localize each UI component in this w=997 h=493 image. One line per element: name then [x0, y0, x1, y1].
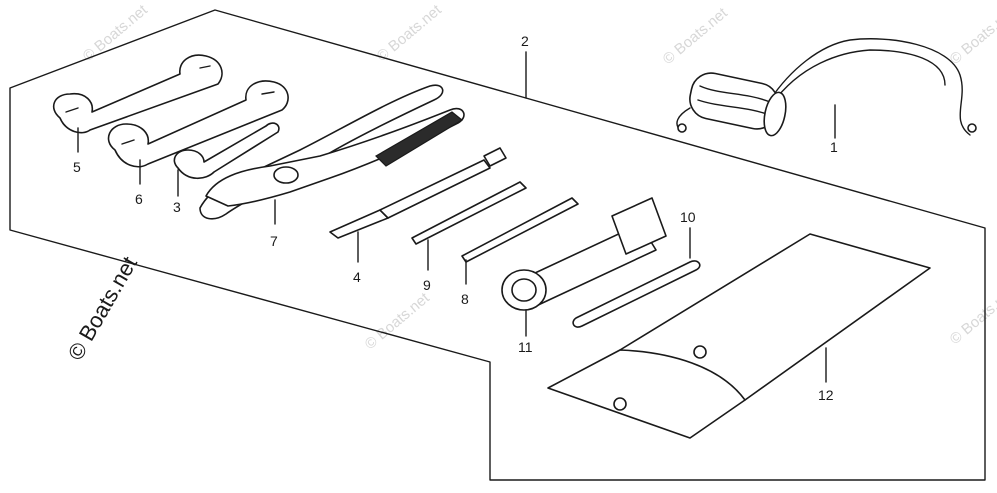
part-label-3: 3 [173, 199, 181, 215]
part-label-6: 6 [135, 191, 143, 207]
screwdriver-blade-icon [461, 197, 579, 263]
part-label-4: 4 [353, 269, 361, 285]
spark-plug-wrench-icon [501, 197, 667, 311]
spark-plug-bar-icon [572, 260, 701, 328]
part-label-11: 11 [518, 339, 533, 355]
tool-kit-outline-icon [9, 9, 986, 481]
watermark: © Boats.net [80, 1, 152, 65]
watermark: © Boats.net [374, 1, 446, 65]
part-label-1: 1 [830, 139, 838, 155]
open-wrench-icon [52, 54, 223, 134]
part-label-9: 9 [423, 277, 431, 293]
part-label-8: 8 [461, 291, 469, 307]
watermark: © Boats.net [947, 4, 997, 68]
watermark: © Boats.net [660, 4, 732, 68]
pliers-icon [199, 84, 465, 220]
part-label-10: 10 [680, 209, 696, 225]
callouts: 1 2 3 4 5 6 7 8 9 10 11 12 [73, 33, 838, 403]
copyright-label: © Boats.net [63, 252, 142, 364]
part-label-5: 5 [73, 159, 81, 175]
part-label-2: 2 [521, 33, 529, 49]
rope-handle-icon [676, 38, 977, 137]
screwdriver-blade-icon [411, 181, 527, 245]
open-wrench-icon [107, 80, 289, 168]
watermark: © Boats.net [947, 284, 997, 348]
tool-bag-icon [547, 233, 931, 439]
part-label-12: 12 [818, 387, 834, 403]
small-wrench-icon [173, 122, 280, 180]
screwdriver-icon [329, 147, 507, 239]
part-label-7: 7 [270, 233, 278, 249]
